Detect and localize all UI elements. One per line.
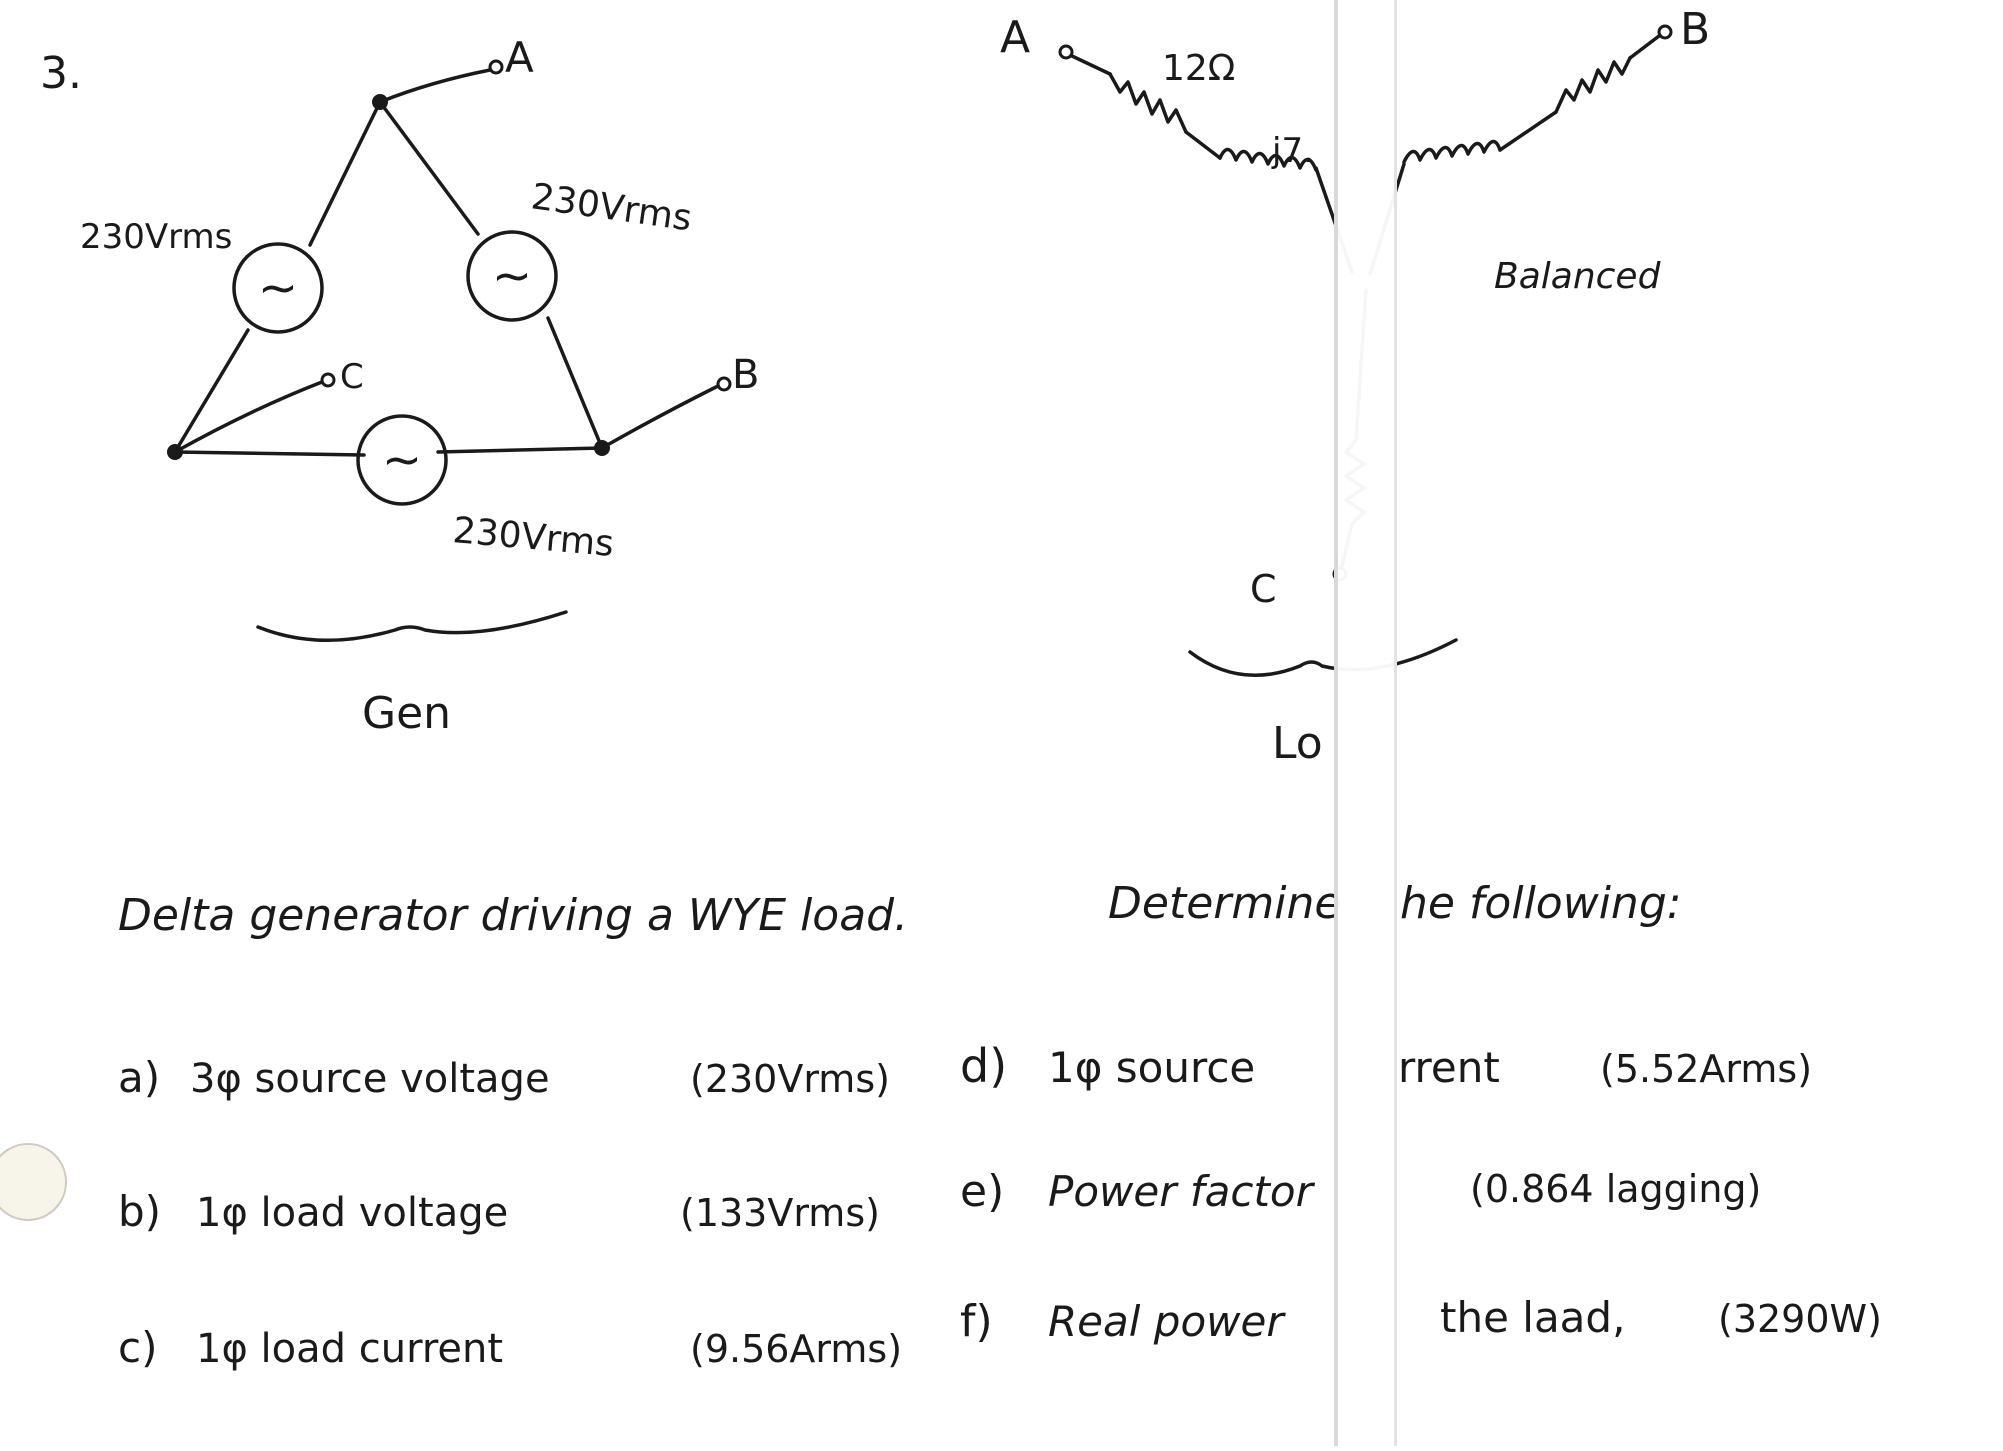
ac-symbol-left: ~ <box>258 260 298 316</box>
load-terminal-a-label: A <box>1000 12 1030 63</box>
inductor-b <box>1402 139 1502 164</box>
paper-fold-shadow <box>1334 0 1338 1446</box>
gen-source-left-voltage: 230Vrms <box>80 217 232 257</box>
question-a-answer: (230Vrms) <box>690 1057 890 1101</box>
question-c-text: 1φ load current <box>196 1326 503 1372</box>
question-f: f) Real power the laad, (3290W) <box>960 1293 1882 1347</box>
paper-fold-edge <box>1394 0 1397 1446</box>
question-f-answer: (3290W) <box>1718 1297 1882 1341</box>
gen-caption: Gen <box>362 688 451 739</box>
load-resistance-label: 12Ω <box>1162 48 1235 89</box>
question-b-label: b) <box>118 1187 161 1236</box>
gen-terminal-b-label: B <box>732 352 759 398</box>
question-a-text: 3φ source voltage <box>190 1056 550 1102</box>
gen-terminal-a-label: A <box>505 33 534 82</box>
source-bottom-circle <box>356 414 448 506</box>
load-brace <box>1188 638 1458 677</box>
question-f-text-tail: the laad, <box>1440 1293 1625 1342</box>
question-e-text: Power factor <box>1048 1167 1316 1216</box>
question-a-label: a) <box>118 1053 160 1102</box>
load-reactance-label: j7. <box>1271 131 1314 171</box>
gen-terminal-c-label: C <box>340 357 364 397</box>
question-d: d) 1φ source rrent (5.52Arms) <box>960 1039 1812 1093</box>
ac-symbol-right: ~ <box>492 248 532 304</box>
question-f-text: Real power <box>1048 1297 1286 1346</box>
question-b: b) 1φ load voltage (133Vrms) <box>118 1187 880 1236</box>
question-a: a) 3φ source voltage (230Vrms) <box>118 1053 890 1102</box>
question-b-answer: (133Vrms) <box>680 1191 880 1235</box>
question-c: c) 1φ load current (9.56Arms) <box>118 1323 902 1372</box>
generator-brace <box>256 610 568 642</box>
problem-instruction-tail: he following: <box>1400 878 1682 929</box>
question-f-label: f) <box>960 1296 993 1347</box>
paper-fold <box>1338 0 1396 1446</box>
problem-instruction: Determine <box>1108 878 1341 929</box>
question-c-answer: (9.56Arms) <box>690 1327 902 1371</box>
load-caption: Lo <box>1272 718 1323 769</box>
binder-hole <box>0 1143 67 1221</box>
question-e: e) Power factor (0.864 lagging) <box>960 1166 1761 1217</box>
load-terminal-b-label: B <box>1680 4 1710 55</box>
question-e-answer: (0.864 lagging) <box>1470 1167 1761 1211</box>
resistor-a <box>1108 72 1188 134</box>
question-d-text-tail: rrent <box>1398 1043 1500 1092</box>
node-dot-left <box>167 444 183 460</box>
inductor-a <box>1218 147 1318 172</box>
question-d-text: 1φ source <box>1048 1043 1255 1092</box>
node-dot-right <box>594 440 610 456</box>
delta-generator <box>173 59 732 642</box>
problem-number: 3. <box>40 48 82 99</box>
ac-symbol-bottom: ~ <box>382 432 422 488</box>
question-c-label: c) <box>118 1323 157 1372</box>
question-d-label: d) <box>960 1039 1007 1093</box>
gen-source-bottom-voltage: 230Vrms <box>451 510 615 565</box>
load-balanced-note: Balanced <box>1494 256 1662 297</box>
question-e-label: e) <box>960 1166 1004 1217</box>
gen-source-right-voltage: 230Vrms <box>529 176 694 239</box>
resistor-b <box>1554 56 1632 114</box>
load-terminal-c-label: C <box>1250 567 1277 611</box>
problem-statement: Delta generator driving a WYE load. <box>118 890 908 941</box>
source-left-circle <box>232 242 324 334</box>
question-b-text: 1φ load voltage <box>196 1190 508 1236</box>
node-dot-top <box>372 94 388 110</box>
question-d-answer: (5.52Arms) <box>1600 1047 1812 1091</box>
source-right-circle <box>466 230 558 322</box>
